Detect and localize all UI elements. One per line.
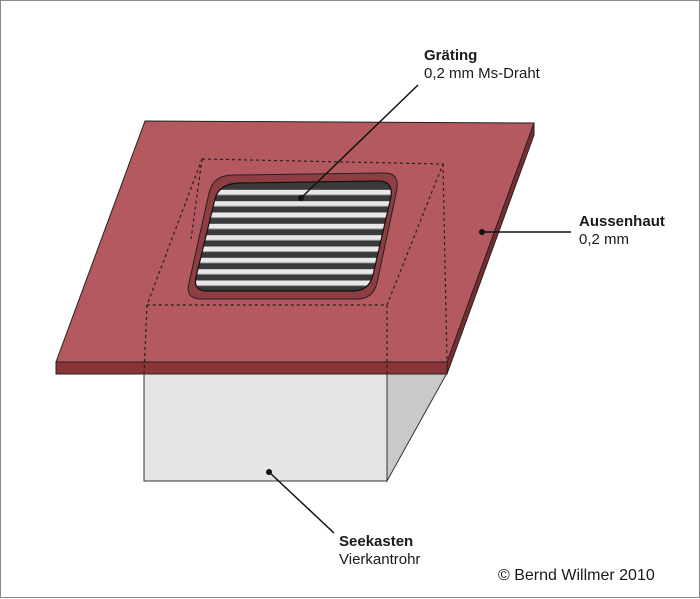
grating-subtitle: 0,2 mm Ms-Draht [424, 65, 540, 82]
grating-title: Gräting [424, 47, 478, 64]
grating-bar [195, 269, 392, 275]
hull-subtitle: 0,2 mm [579, 231, 630, 248]
seachest-front-face [143, 372, 388, 482]
grating-bar [195, 223, 392, 229]
grating-bar [195, 246, 392, 252]
hull-plate-front-edge [55, 361, 448, 375]
hull-title: Aussenhaut [579, 213, 665, 230]
hidden-box-outline [143, 158, 448, 374]
seachest-label: Seekasten Vierkantrohr [339, 533, 420, 569]
grating-bar [195, 235, 392, 241]
grating-bar [195, 201, 392, 207]
copyright-notice: © Bernd Willmer 2010 [498, 567, 655, 584]
grating-bar [195, 189, 392, 195]
grating-bar [195, 212, 392, 218]
seachest-title: Seekasten [339, 533, 414, 550]
grating-leader-line [300, 84, 419, 199]
grating-label: Gräting 0,2 mm Ms-Draht [424, 47, 540, 83]
hull-label: Aussenhaut 0,2 mm [579, 213, 665, 249]
grating-bar [195, 257, 392, 263]
grating-outline [194, 180, 392, 292]
seachest-leader-line [268, 471, 335, 534]
hull-leader-dot [479, 229, 485, 235]
grating-leader-dot [298, 195, 304, 201]
seachest-side-face [386, 372, 448, 483]
seachest-subtitle: Vierkantrohr [339, 551, 421, 568]
seachest-leader-dot [266, 469, 272, 475]
grating-bar [195, 280, 392, 286]
